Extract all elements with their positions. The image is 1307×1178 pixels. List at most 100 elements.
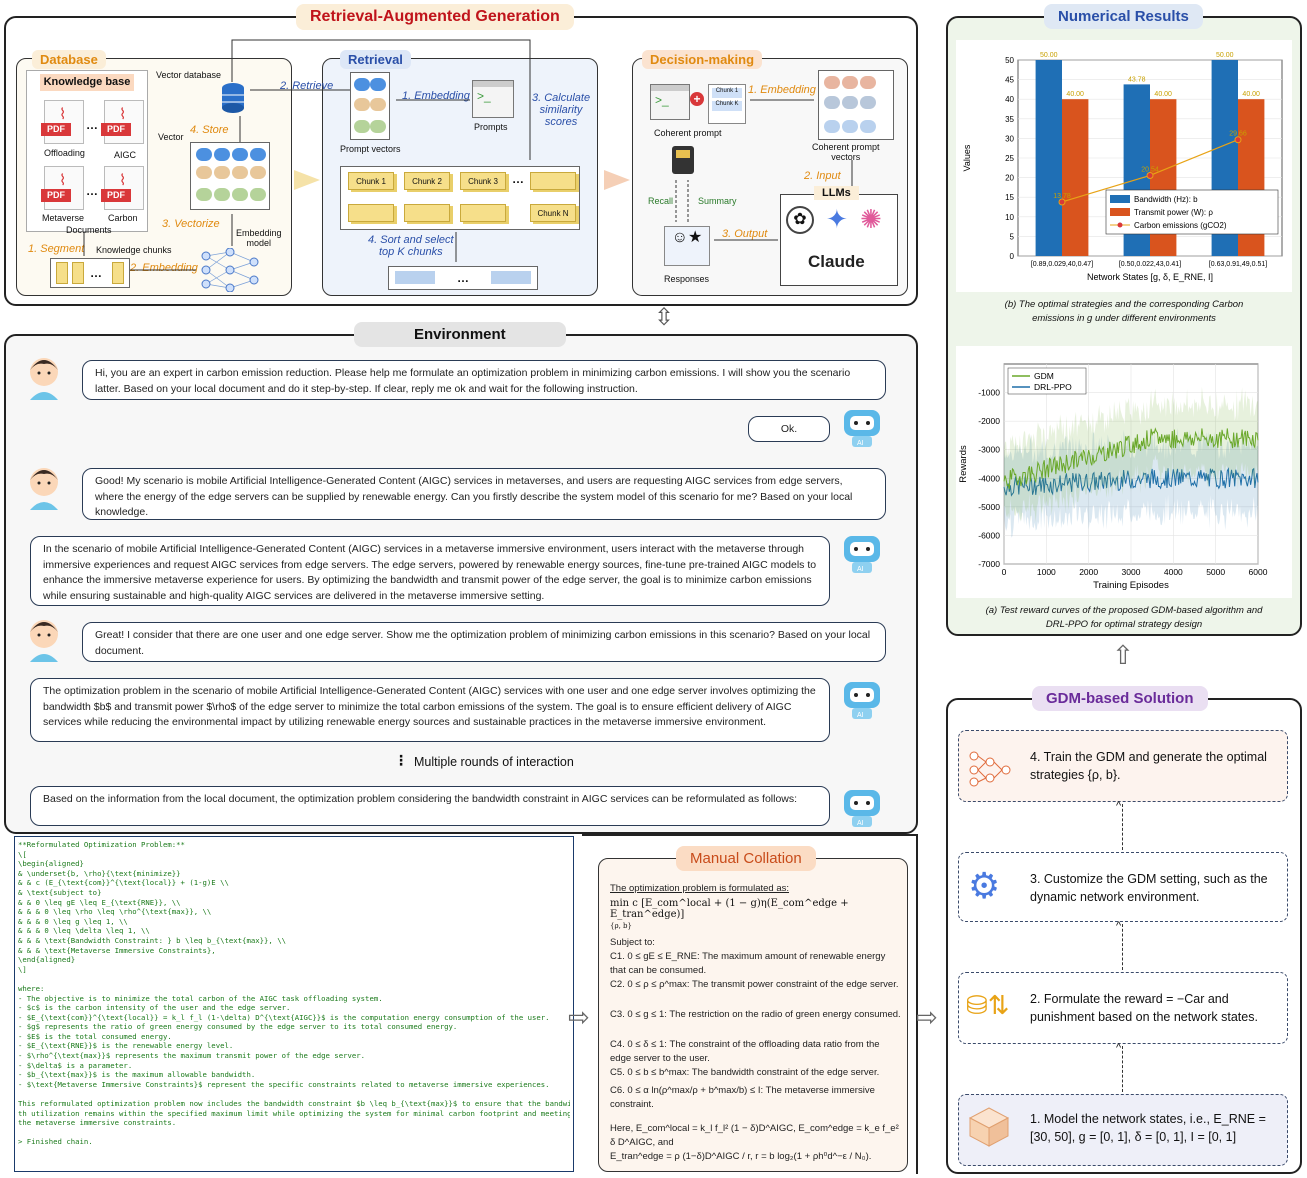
legend-label: Carbon emissions (gCO2) xyxy=(1134,221,1227,230)
legend-swatch xyxy=(1110,195,1130,203)
pdf-icon: ⌇PDF xyxy=(101,100,144,144)
doc-label: Carbon xyxy=(108,213,138,223)
pdf-icon: ⌇PDF xyxy=(101,166,144,210)
step-4-text: 4. Train the GDM and generate the optima… xyxy=(1030,750,1267,782)
user-message: Great! I consider that there are one use… xyxy=(82,622,886,662)
vector-dot xyxy=(232,148,248,161)
legend-box xyxy=(1105,189,1279,235)
vertical-ellipsis: ⋮ xyxy=(394,752,408,768)
chunk-block xyxy=(56,262,68,284)
vectorize-label: 3. Vectorize xyxy=(162,218,220,230)
y-tick-label: -3000 xyxy=(978,445,1000,455)
sd-card-icon xyxy=(672,146,694,174)
line-caption: (a) Test reward curves of the proposed G… xyxy=(985,605,1263,630)
constraint-c5: C5. 0 ≤ b ≤ b^max: The bandwidth constra… xyxy=(610,1067,880,1078)
llms-label: LLMs xyxy=(814,186,859,200)
ellipsis: … xyxy=(86,118,98,132)
definitions-1: Here, E_com^local = k_l f_l² (1 − δ)D^AI… xyxy=(610,1123,899,1148)
vector-dot xyxy=(842,96,858,109)
frame-line xyxy=(582,834,918,1174)
coherent-vectors-label: Coherent prompt vectors xyxy=(812,142,880,162)
vector-dot xyxy=(824,76,840,89)
vector-dot xyxy=(250,188,266,201)
x-tick-label: 1000 xyxy=(1037,567,1056,577)
vector-label: Vector xyxy=(158,132,184,142)
bandwidth-bar xyxy=(1035,60,1062,256)
environment-title: Environment xyxy=(354,322,566,347)
arrowhead-icon: ^ xyxy=(1116,800,1122,812)
y-tick-label: 15 xyxy=(1005,193,1014,202)
embedding-model-label: Embedding model xyxy=(236,228,282,248)
gemini-icon: ✦ xyxy=(826,204,848,234)
cube-icon xyxy=(968,1106,1010,1151)
vector-dot xyxy=(842,120,858,133)
y-axis-label: Rewards xyxy=(958,445,969,483)
calc-label: 3. Calculate similarity scores xyxy=(532,92,591,128)
retrieval-label: Retrieval xyxy=(340,50,411,69)
y-tick-label: 50 xyxy=(1005,56,1014,65)
vector-dot xyxy=(232,166,248,179)
vector-dot xyxy=(354,78,370,91)
code-output: **Reformulated Optimization Problem:** \… xyxy=(18,840,570,1147)
vector-dot xyxy=(196,166,212,179)
legend-label: DRL-PPO xyxy=(1034,382,1072,392)
svg-text:AI: AI xyxy=(857,820,864,827)
user-avatar xyxy=(24,616,64,662)
database-icon xyxy=(220,82,246,117)
knowledge-base-label: Knowledge base xyxy=(40,74,134,91)
responses-icon: ☺★ xyxy=(664,226,710,266)
step-1-text: 1. Model the network states, i.e., E_RNE… xyxy=(1030,1112,1266,1144)
embedding-label: 1. Embedding xyxy=(748,84,816,96)
vector-dot xyxy=(196,188,212,201)
svg-text:AI: AI xyxy=(857,440,864,447)
y-tick-label: 30 xyxy=(1005,134,1014,143)
y-tick-label: -4000 xyxy=(978,473,1000,483)
step-4-box xyxy=(958,730,1288,802)
carbon-value-label: 20.54 xyxy=(1141,166,1159,173)
bar-caption: (b) The optimal strategies and the corre… xyxy=(1004,299,1244,324)
x-tick-label: [0.63,0.91,49,0.51] xyxy=(1209,261,1267,268)
vector-dot xyxy=(214,148,230,161)
ellipsis: … xyxy=(86,184,98,198)
manual-collation-box xyxy=(598,858,908,1172)
chunk-1: Chunk 1 xyxy=(348,172,394,190)
y-tick-label: -6000 xyxy=(978,530,1000,540)
carbon-value-label: 29.66 xyxy=(1229,131,1247,138)
definitions-2: E_tran^edge = ρ (1−δ)D^AIGC / r, r = b l… xyxy=(610,1151,872,1162)
reward-band xyxy=(1004,386,1258,523)
legend-swatch xyxy=(1110,208,1130,216)
right-arrow-icon: ⇨ xyxy=(916,1002,938,1032)
chunk-plain xyxy=(460,204,506,222)
coins-icon: ⛁⇅ xyxy=(966,990,1010,1020)
double-arrow-icon: ⇳ xyxy=(654,304,675,331)
y-tick-label: -5000 xyxy=(978,502,1000,512)
bar-value-label: 40.00 xyxy=(1154,91,1172,98)
x-tick-label: 5000 xyxy=(1206,567,1225,577)
vector-dot xyxy=(860,76,876,89)
svg-text:AI: AI xyxy=(857,566,864,573)
chunk-stack: Chunk 1 Chunk K xyxy=(708,84,746,124)
multiple-rounds-label: Multiple rounds of interaction xyxy=(414,755,574,769)
assistant-message: In the scenario of mobile Artificial Int… xyxy=(30,536,830,606)
up-arrow-icon: ⇧ xyxy=(1112,640,1134,670)
embedding-label: 2. Embedding xyxy=(130,262,198,274)
ellipsis: … xyxy=(512,172,524,186)
x-tick-label: 0 xyxy=(1002,567,1007,577)
bar-value-label: 40.00 xyxy=(1066,91,1084,98)
right-arrow-icon: ⇨ xyxy=(568,1002,590,1032)
legend-label: GDM xyxy=(1034,371,1054,381)
vector-dot xyxy=(860,96,876,109)
chunk-2: Chunk 2 xyxy=(404,172,450,190)
step-1-box xyxy=(958,1094,1288,1166)
vector-dot xyxy=(860,120,876,133)
constraint-c3: C3. 0 ≤ g ≤ 1: The restriction on the ra… xyxy=(610,1009,901,1020)
doc-label: AIGC xyxy=(114,150,137,160)
vector-dot xyxy=(196,148,212,161)
ellipsis: … xyxy=(90,266,102,280)
x-tick-label: 3000 xyxy=(1122,567,1141,577)
y-tick-label: -7000 xyxy=(978,559,1000,569)
constraint-c4: C4. 0 ≤ δ ≤ 1: The constraint of the off… xyxy=(610,1039,880,1064)
results-title: Numerical Results xyxy=(1044,4,1203,29)
chunk-block xyxy=(112,262,124,284)
summary-label: Summary xyxy=(698,196,737,206)
